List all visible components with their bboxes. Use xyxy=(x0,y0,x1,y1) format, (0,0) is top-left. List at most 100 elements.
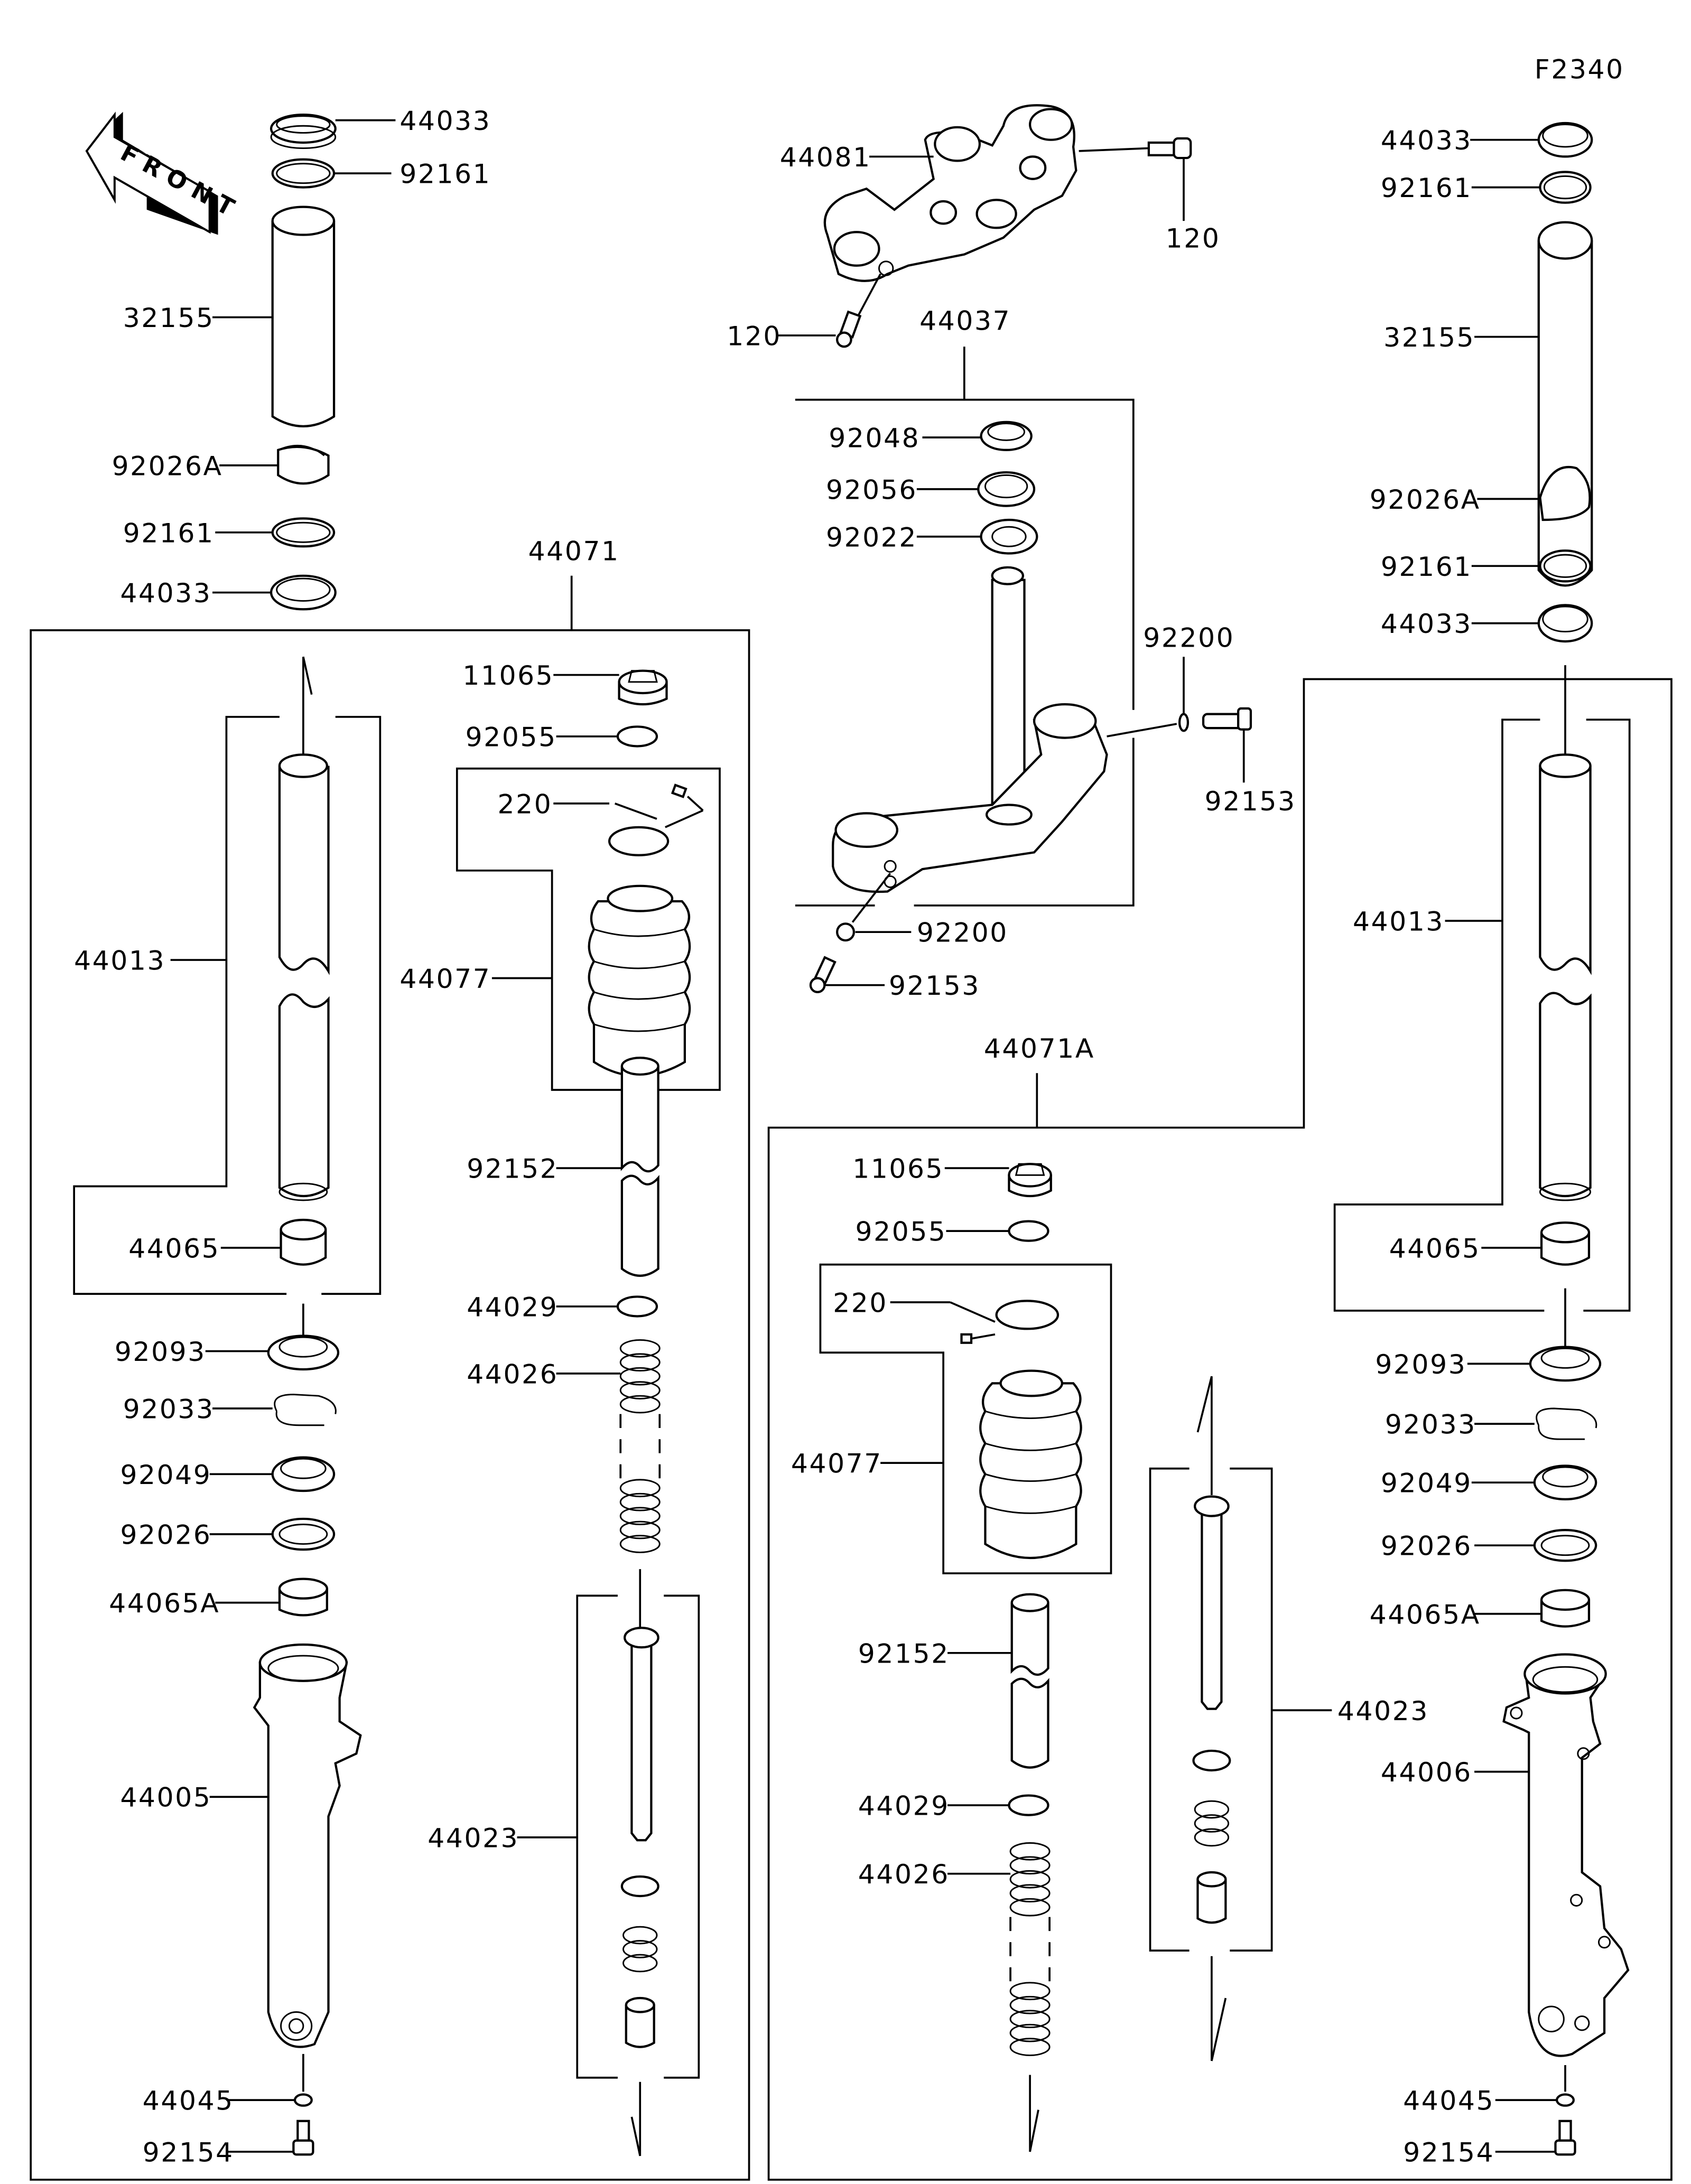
part-44029-right[interactable] xyxy=(947,1794,1049,1816)
label-92026-left: 92026 xyxy=(120,1519,211,1551)
part-92093-left[interactable] xyxy=(205,1334,340,1371)
part-92154-left[interactable] xyxy=(226,2120,314,2156)
label-92154-right: 92154 xyxy=(1403,2136,1494,2168)
label-44037: 44037 xyxy=(919,305,1011,336)
part-44081-upper-bracket[interactable] xyxy=(823,104,1077,282)
label-92056: 92056 xyxy=(826,474,917,505)
label-44026-right: 44026 xyxy=(858,1859,950,1890)
part-92026a-top-right[interactable] xyxy=(1477,465,1591,521)
part-92153-right[interactable] xyxy=(1202,707,1252,783)
part-44065-left[interactable] xyxy=(220,1218,327,1266)
label-92022: 92022 xyxy=(826,521,917,553)
part-44023-cylinder-left[interactable] xyxy=(517,1627,659,2048)
part-44065a-right[interactable] xyxy=(1474,1589,1591,1628)
part-11065-right[interactable] xyxy=(944,1163,1052,1198)
part-92026-right[interactable] xyxy=(1474,1528,1597,1562)
part-44033-bottom-right[interactable] xyxy=(1471,604,1593,643)
part-92022[interactable] xyxy=(916,518,1038,555)
label-92161-top-right: 92161 xyxy=(1381,172,1472,203)
label-92200-left: 92200 xyxy=(917,917,1008,948)
part-44065a-left[interactable] xyxy=(215,1578,328,1617)
part-92161-bottom-right[interactable] xyxy=(1471,549,1592,583)
label-44013-left: 44013 xyxy=(74,945,165,976)
label-92152-left: 92152 xyxy=(467,1153,558,1184)
label-92153-right: 92153 xyxy=(1205,786,1296,817)
label-44077-left: 44077 xyxy=(399,963,491,994)
part-44045-left[interactable] xyxy=(226,2093,313,2107)
part-44045-right[interactable] xyxy=(1495,2093,1575,2107)
part-44026-spring-left[interactable] xyxy=(556,1339,661,1553)
part-92055-right[interactable] xyxy=(946,1220,1049,1242)
part-92056[interactable] xyxy=(916,471,1036,507)
part-92153-left[interactable] xyxy=(809,956,885,994)
part-92154-right[interactable] xyxy=(1495,2120,1576,2156)
label-32155-top-left: 32155 xyxy=(123,302,215,333)
label-92161-bottom-left: 92161 xyxy=(123,517,215,548)
label-92153-left: 92153 xyxy=(889,970,980,1001)
label-92049-right: 92049 xyxy=(1381,1468,1472,1499)
part-44033-top-left[interactable] xyxy=(270,113,396,150)
label-44029-left: 44029 xyxy=(467,1291,558,1322)
label-220-left: 220 xyxy=(497,788,552,819)
label-92026-right: 92026 xyxy=(1381,1530,1472,1562)
part-44065-right[interactable] xyxy=(1481,1221,1591,1266)
part-92055-left[interactable] xyxy=(556,725,658,748)
label-44065-left: 44065 xyxy=(128,1233,220,1264)
part-44029-left[interactable] xyxy=(556,1295,658,1318)
label-92026a-top-left: 92026A xyxy=(112,450,223,481)
label-44071a: 44071A xyxy=(984,1033,1095,1064)
label-32155-top-right: 32155 xyxy=(1383,322,1475,353)
part-92200-left[interactable] xyxy=(836,872,912,942)
group-box-44013-left xyxy=(73,716,382,1295)
label-44013-right: 44013 xyxy=(1353,906,1444,937)
label-44006: 44006 xyxy=(1381,1757,1472,1788)
label-92033-left: 92033 xyxy=(123,1394,215,1425)
part-92048[interactable] xyxy=(922,421,1033,451)
part-44013-left[interactable] xyxy=(278,753,330,1201)
label-92055-right: 92055 xyxy=(856,1216,947,1247)
part-44077-boot-left[interactable] xyxy=(491,884,691,1077)
part-92049-right[interactable] xyxy=(1471,1464,1597,1501)
part-92049-left[interactable] xyxy=(209,1456,336,1492)
group-box-44077-right xyxy=(819,1263,1112,1574)
label-92161-top-left: 92161 xyxy=(399,158,491,190)
part-44033-top-right[interactable] xyxy=(1470,122,1593,158)
label-92154-left: 92154 xyxy=(143,2136,234,2168)
label-44033-bottom-left: 44033 xyxy=(120,577,211,609)
part-92161-top-right[interactable] xyxy=(1471,171,1592,204)
label-44033-bottom-right: 44033 xyxy=(1381,608,1472,639)
label-44045-left: 44045 xyxy=(143,2085,234,2116)
part-92026a-top-left[interactable] xyxy=(219,444,330,485)
part-92161-top-left[interactable] xyxy=(271,158,392,189)
part-44026-spring-right[interactable] xyxy=(947,1842,1051,2056)
label-11065-right: 11065 xyxy=(852,1153,944,1184)
part-92152-left[interactable] xyxy=(556,1057,659,1277)
label-92033-right: 92033 xyxy=(1385,1409,1476,1440)
part-92033-left[interactable] xyxy=(212,1394,337,1426)
part-92200-right[interactable] xyxy=(1107,657,1190,738)
part-92026-left[interactable] xyxy=(209,1517,336,1551)
part-44006-outer-tube[interactable] xyxy=(1474,1653,1630,2057)
part-120-bolt-right[interactable] xyxy=(1079,137,1192,221)
part-44033-bottom-left[interactable] xyxy=(212,574,337,611)
part-44005-outer-tube[interactable] xyxy=(209,1643,362,2048)
part-32155-top-right[interactable] xyxy=(1474,221,1593,587)
part-32155-top-left[interactable] xyxy=(212,206,336,427)
part-220-clamp-left[interactable] xyxy=(553,783,704,856)
label-44023-left: 44023 xyxy=(428,1822,519,1853)
part-92152-right[interactable] xyxy=(947,1593,1049,1769)
part-11065-left[interactable] xyxy=(553,669,668,706)
part-44023-cylinder-right[interactable] xyxy=(1192,1495,1332,1924)
label-44023-right: 44023 xyxy=(1337,1695,1429,1726)
part-92093-right[interactable] xyxy=(1467,1346,1602,1382)
part-44013-right[interactable] xyxy=(1539,753,1592,1201)
part-44077-boot-right[interactable] xyxy=(880,1369,1082,1560)
part-92161-bottom-left[interactable] xyxy=(215,517,336,548)
group-box-44071 xyxy=(30,629,750,2181)
part-92033-right[interactable] xyxy=(1474,1407,1597,1440)
label-92026a-top-right: 92026A xyxy=(1370,484,1481,515)
part-120-bolt-left[interactable] xyxy=(777,273,881,348)
part-stem-lower-bracket[interactable] xyxy=(832,566,1108,893)
part-220-clamp-right[interactable] xyxy=(890,1300,1060,1344)
diagram-code: F2340 xyxy=(1535,53,1624,85)
